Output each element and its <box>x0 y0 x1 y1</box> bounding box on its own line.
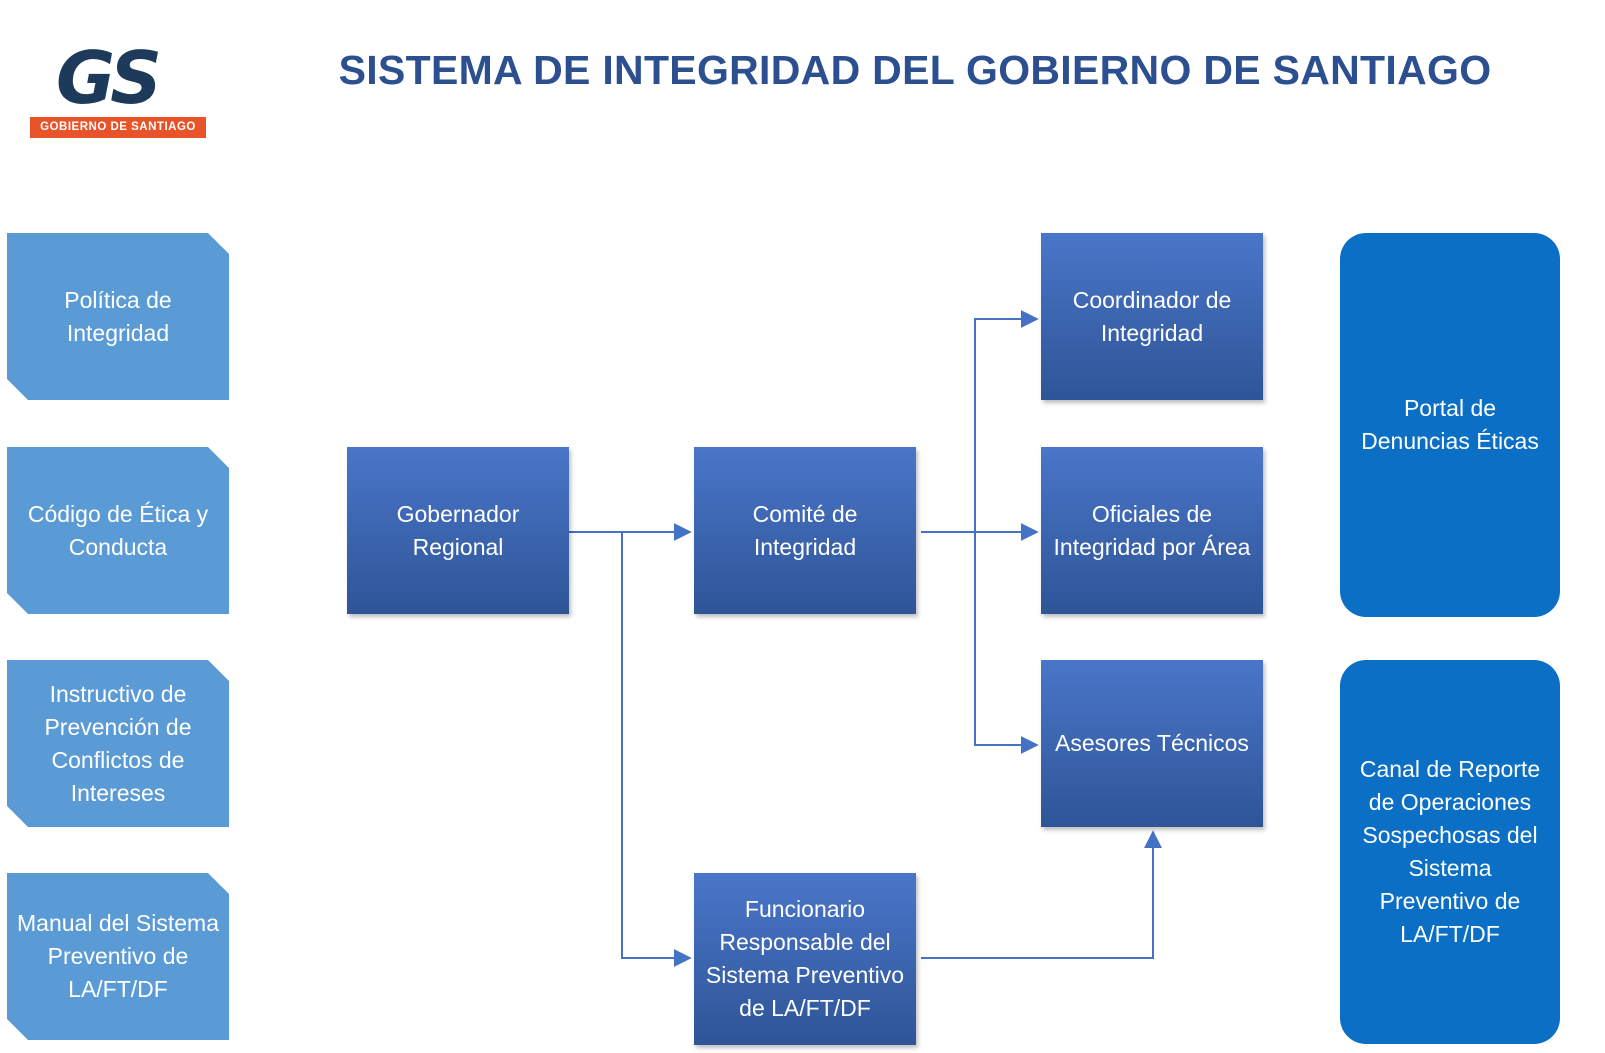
node-funcionario-responsable: Funcionario Responsable del Sistema Prev… <box>694 873 916 1045</box>
channel-label: Portal de Denuncias Éticas <box>1361 395 1539 454</box>
channel-label: Canal de Reporte de Operaciones Sospecho… <box>1359 756 1541 947</box>
channel-portal-denuncias: Portal de Denuncias Éticas <box>1340 233 1560 617</box>
connector-comite-coordinador <box>974 310 1039 532</box>
doc-politica-integridad: Política de Integridad <box>7 233 229 400</box>
gobierno-santiago-logo: GS GOBIERNO DE SANTIAGO <box>30 38 210 142</box>
node-label: Coordinador de Integridad <box>1072 286 1232 346</box>
logo-caption: GOBIERNO DE SANTIAGO <box>30 117 206 138</box>
page-title: SISTEMA DE INTEGRIDAD DEL GOBIERNO DE SA… <box>338 47 1492 93</box>
connector-gobernador-funcionario <box>621 532 692 967</box>
connector-funcionario-asesores <box>921 830 1162 959</box>
node-label: Funcionario Responsable del Sistema Prev… <box>705 896 905 1021</box>
doc-label: Instructivo de Prevención de Conflictos … <box>44 680 192 806</box>
doc-codigo-etica: Código de Ética y Conducta <box>7 447 229 614</box>
doc-label: Manual del Sistema Preventivo de LA/FT/D… <box>17 910 219 1002</box>
node-coordinador-integridad: Coordinador de Integridad <box>1041 233 1263 400</box>
node-comite-integridad: Comité de Integridad <box>694 447 916 614</box>
doc-instructivo-conflictos: Instructivo de Prevención de Conflictos … <box>7 660 229 827</box>
channel-reporte-operaciones: Canal de Reporte de Operaciones Sospecho… <box>1340 660 1560 1044</box>
node-label: Oficiales de Integridad por Área <box>1053 500 1251 560</box>
doc-label: Código de Ética y Conducta <box>27 500 209 560</box>
node-label: Gobernador Regional <box>396 500 520 560</box>
node-label: Comité de Integridad <box>752 500 858 560</box>
logo-mark: GS <box>56 36 162 120</box>
doc-label: Política de Integridad <box>64 286 172 346</box>
node-label: Asesores Técnicos <box>1055 730 1249 756</box>
doc-manual-sistema-preventivo: Manual del Sistema Preventivo de LA/FT/D… <box>7 873 229 1040</box>
connector-comite-asesores <box>974 532 1039 754</box>
node-asesores-tecnicos: Asesores Técnicos <box>1041 660 1263 827</box>
node-gobernador-regional: Gobernador Regional <box>347 447 569 614</box>
node-oficiales-integridad: Oficiales de Integridad por Área <box>1041 447 1263 614</box>
